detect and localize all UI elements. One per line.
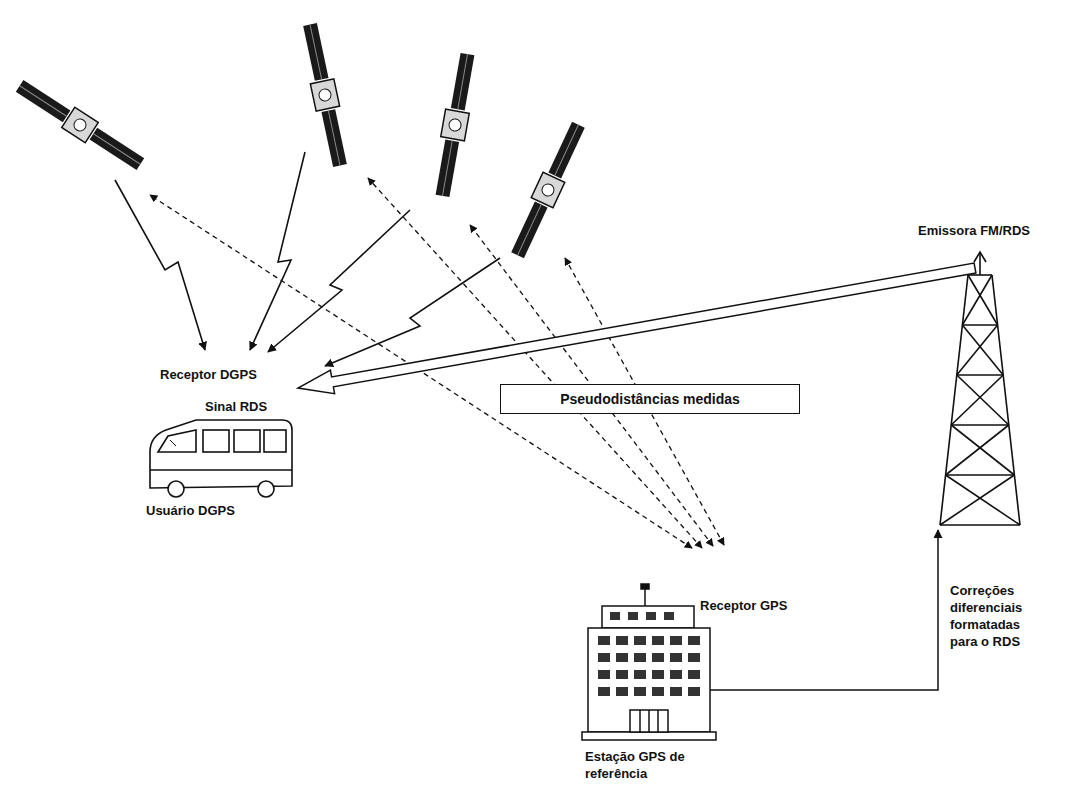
satellite	[431, 52, 480, 198]
station-name: Emissora FM/RDS	[918, 222, 1030, 239]
signal-name: Sinal RDS	[205, 398, 267, 415]
satellite	[298, 22, 351, 168]
box-text: Pseudodistâncias medidas	[560, 391, 740, 407]
fm-tower	[940, 252, 1020, 525]
note: Correções diferenciais formatadas para o…	[950, 582, 1046, 650]
receiver-name: Receptor GPS	[700, 597, 787, 614]
station-name: Estação GPS de referência	[585, 748, 717, 782]
dgps-van	[150, 420, 292, 497]
reference-building	[582, 584, 716, 740]
receiver-name: Receptor DGPS	[160, 366, 257, 383]
satellite-signal	[115, 152, 500, 366]
user-name: Usuário DGPS	[146, 502, 235, 519]
rds-signal-arrow	[298, 263, 976, 394]
satellite	[13, 76, 147, 175]
process-box: Pseudodistâncias medidas	[500, 384, 800, 414]
satellite	[507, 120, 590, 261]
